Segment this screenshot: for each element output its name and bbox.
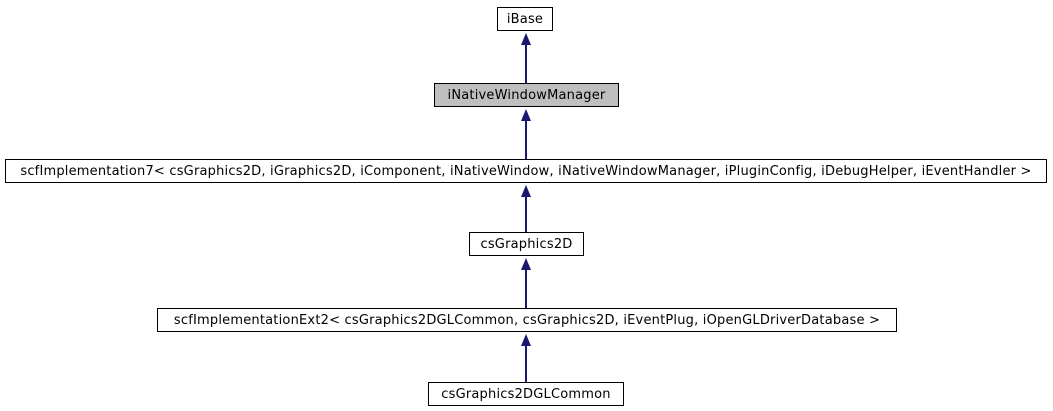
node-csgraphics2d[interactable]: csGraphics2D [469, 232, 584, 256]
arrowhead-up-icon [521, 33, 531, 45]
node-scfimplementation7[interactable]: scfImplementation7< csGraphics2D, iGraph… [5, 159, 1047, 183]
node-inativewindowmanager: iNativeWindowManager [434, 83, 619, 107]
edge-line [525, 270, 527, 308]
inheritance-arrow-csgraphics2d-to-scfimplementation7 [520, 185, 532, 232]
edge-line [525, 346, 527, 382]
edge-line [525, 197, 527, 232]
arrowhead-up-icon [521, 258, 531, 270]
node-ibase[interactable]: iBase [497, 7, 553, 31]
inheritance-arrow-csgraphics2dglcommon-to-scfimplementationext2 [520, 334, 532, 382]
node-scfimplementationext2[interactable]: scfImplementationExt2< csGraphics2DGLCom… [157, 308, 897, 332]
arrowhead-up-icon [521, 334, 531, 346]
inheritance-arrow-inativewindowmanager-to-ibase [520, 33, 532, 83]
edge-line [525, 45, 527, 83]
edge-line [525, 121, 527, 159]
inheritance-arrow-scfimplementation7-to-inativewindowmanager [520, 109, 532, 159]
node-csgraphics2dglcommon[interactable]: csGraphics2DGLCommon [428, 382, 624, 406]
arrowhead-up-icon [521, 109, 531, 121]
arrowhead-up-icon [521, 185, 531, 197]
inheritance-arrow-scfimplementationext2-to-csgraphics2d [520, 258, 532, 308]
